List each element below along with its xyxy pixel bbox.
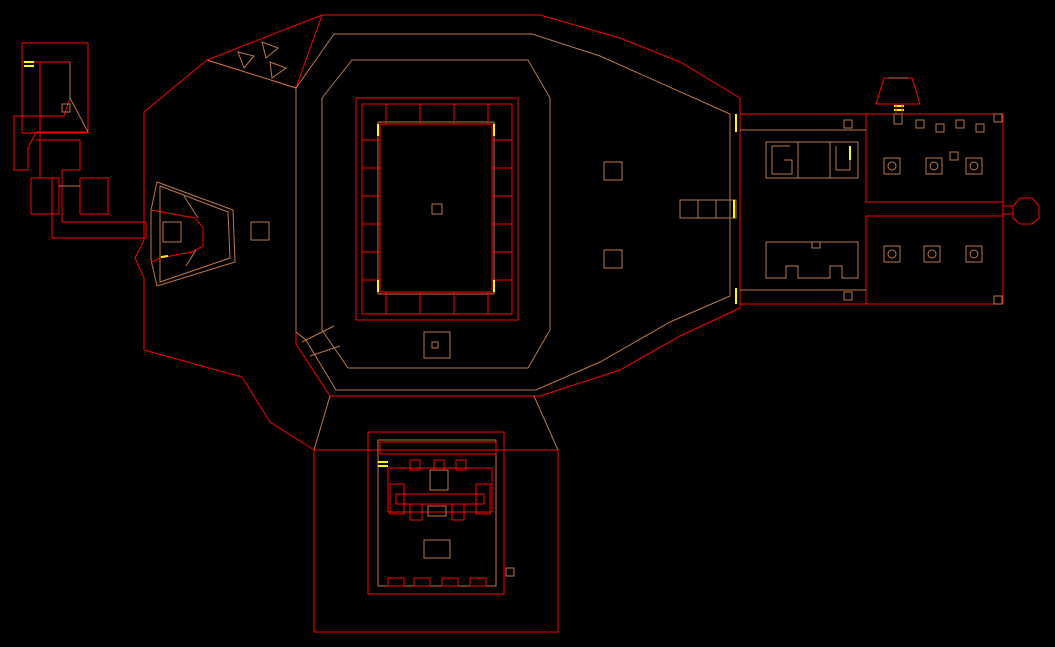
central-hall bbox=[295, 14, 741, 397]
east-annex bbox=[735, 77, 1040, 305]
south-annex bbox=[313, 395, 559, 633]
inner-arena bbox=[355, 97, 519, 321]
west-courtyard bbox=[134, 14, 323, 451]
west-alcove bbox=[150, 181, 236, 287]
west-corridor bbox=[13, 42, 147, 239]
arena-pillars bbox=[362, 104, 512, 314]
